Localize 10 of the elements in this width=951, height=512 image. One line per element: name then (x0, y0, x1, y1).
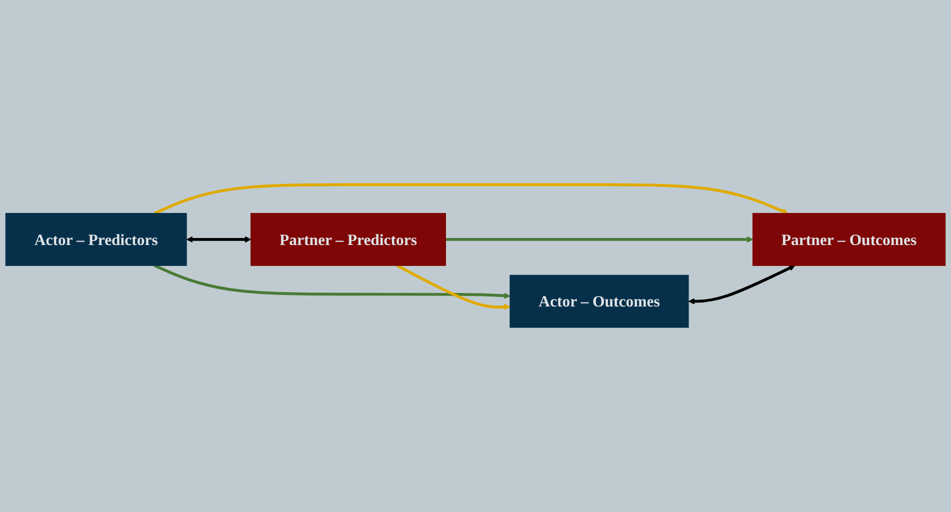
arrow (396, 264, 510, 310)
node-box: Partner – Outcomes (752, 212, 946, 266)
node-box: Partner – Predictors (250, 212, 446, 266)
node-box: Actor – Outcomes (510, 274, 689, 328)
arrow (446, 236, 754, 243)
arrow (154, 264, 510, 299)
arrow (688, 265, 796, 304)
arrow (154, 183, 788, 215)
arrow (186, 236, 252, 243)
node-box: Actor – Predictors (5, 212, 187, 266)
